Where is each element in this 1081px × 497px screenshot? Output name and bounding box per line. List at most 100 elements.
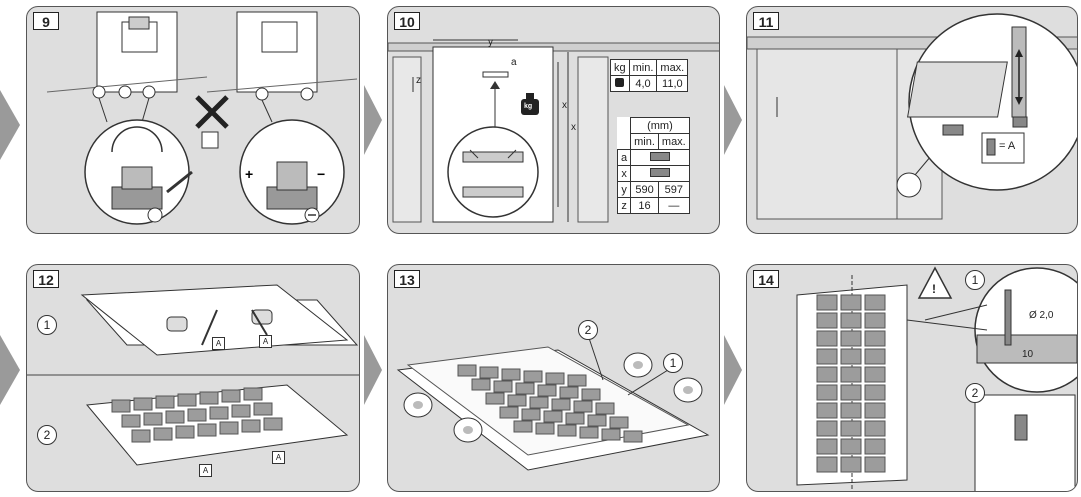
dim-z-max: —: [657, 197, 690, 214]
template-cell: [231, 404, 251, 418]
template-cell: [471, 378, 491, 391]
step-12-panel: 12 1 2 A A A A: [26, 264, 360, 492]
template-cell: [573, 400, 593, 413]
template-cell: [864, 384, 886, 401]
template-cell: [587, 414, 607, 427]
svg-text:+: +: [245, 166, 253, 182]
template-cell: [529, 396, 549, 409]
template-cell: [499, 406, 519, 419]
template-cell: [840, 366, 862, 383]
weight-table-header: min.: [628, 59, 658, 76]
callout-1: 1: [663, 353, 683, 373]
step-number: 12: [33, 270, 59, 288]
template-cell: [537, 384, 557, 397]
template-cell: [485, 392, 505, 405]
template-cell: [609, 416, 629, 429]
chevron-right-icon: [0, 90, 20, 160]
template-cell: [816, 366, 838, 383]
template-cell: [864, 330, 886, 347]
template-cell: [219, 421, 239, 435]
step-number: 14: [753, 270, 779, 288]
template-cell: [165, 410, 185, 424]
template-cell: [816, 438, 838, 455]
template-cell: [567, 374, 587, 387]
template-cell: [551, 398, 571, 411]
step-number: 10: [394, 12, 420, 30]
drill-diameter: Ø 2,0: [1029, 310, 1054, 321]
template-cell: [523, 370, 543, 383]
dim-a-icon: [630, 149, 690, 166]
template-cell: [133, 397, 153, 411]
template-cell: [513, 420, 533, 433]
template-cell: [507, 394, 527, 407]
weight-table-header: kg: [610, 59, 630, 76]
template-cell: [840, 438, 862, 455]
template-cell: [864, 294, 886, 311]
template-cell: [816, 456, 838, 473]
template-cell: [199, 391, 219, 405]
template-cell: [601, 428, 621, 441]
template-cell: [864, 366, 886, 383]
template-cell: [840, 420, 862, 437]
chevron-right-icon: [364, 335, 382, 405]
equal-a-label: = A: [999, 140, 1016, 152]
callout-2: 2: [965, 383, 985, 403]
template-cell: [197, 423, 217, 437]
template-cell: [840, 384, 862, 401]
dim-header-max: max.: [657, 133, 690, 150]
template-cell: [581, 388, 601, 401]
step-14-panel: 14 1 2 ! Ø 2,0 10: [746, 264, 1078, 492]
dim-row-label: a: [616, 149, 632, 166]
door-alignment-diagram: [747, 13, 1077, 220]
drill-depth: 10: [1022, 349, 1034, 360]
step-number: 9: [33, 12, 59, 30]
door-weight-diagram: [388, 39, 719, 223]
template-cell: [121, 414, 141, 428]
template-cell: [864, 402, 886, 419]
dim-y-max: 597: [657, 181, 690, 198]
dim-label-x2: x: [571, 122, 576, 133]
chevron-right-icon: [724, 85, 742, 155]
dim-label-y: y: [488, 37, 493, 48]
template-cell: [111, 399, 131, 413]
template-grid: [111, 387, 283, 443]
cross-icon: [195, 95, 229, 129]
template-cell: [243, 387, 263, 401]
template-cell: [253, 402, 273, 416]
sub-step-2: 2: [37, 425, 57, 445]
template-cell: [493, 380, 513, 393]
weight-max: 11,0: [656, 75, 689, 92]
weight-icon: [610, 75, 630, 92]
template-cell: [816, 402, 838, 419]
template-cell: [840, 348, 862, 365]
tag-a: A: [272, 451, 285, 464]
template-cell: [816, 330, 838, 347]
weight-icon: [521, 93, 539, 115]
sub-step-1: 1: [37, 315, 57, 335]
tag-a: A: [212, 337, 225, 350]
step-9-panel: 9 + −: [26, 6, 360, 234]
callout-1: 1: [965, 270, 985, 290]
step-number: 11: [753, 12, 779, 30]
template-cell: [177, 393, 197, 407]
template-cell: [155, 395, 175, 409]
template-cell: [263, 417, 283, 431]
step-number: 13: [394, 270, 420, 288]
template-cell: [221, 389, 241, 403]
warning-triangle-icon: [917, 266, 953, 299]
template-cell: [515, 382, 535, 395]
template-cell: [479, 366, 499, 379]
warning-mark: !: [932, 282, 936, 296]
template-cell: [816, 420, 838, 437]
template-cell: [545, 372, 565, 385]
template-cell: [535, 422, 555, 435]
dim-x-icon: [630, 165, 690, 182]
template-cell: [816, 294, 838, 311]
svg-text:−: −: [317, 166, 325, 182]
template-cell: [501, 368, 521, 381]
template-cell: [131, 429, 151, 443]
template-cell: [143, 412, 163, 426]
tag-a: A: [199, 464, 212, 477]
template-cell: [175, 425, 195, 439]
template-cell: [457, 364, 477, 377]
